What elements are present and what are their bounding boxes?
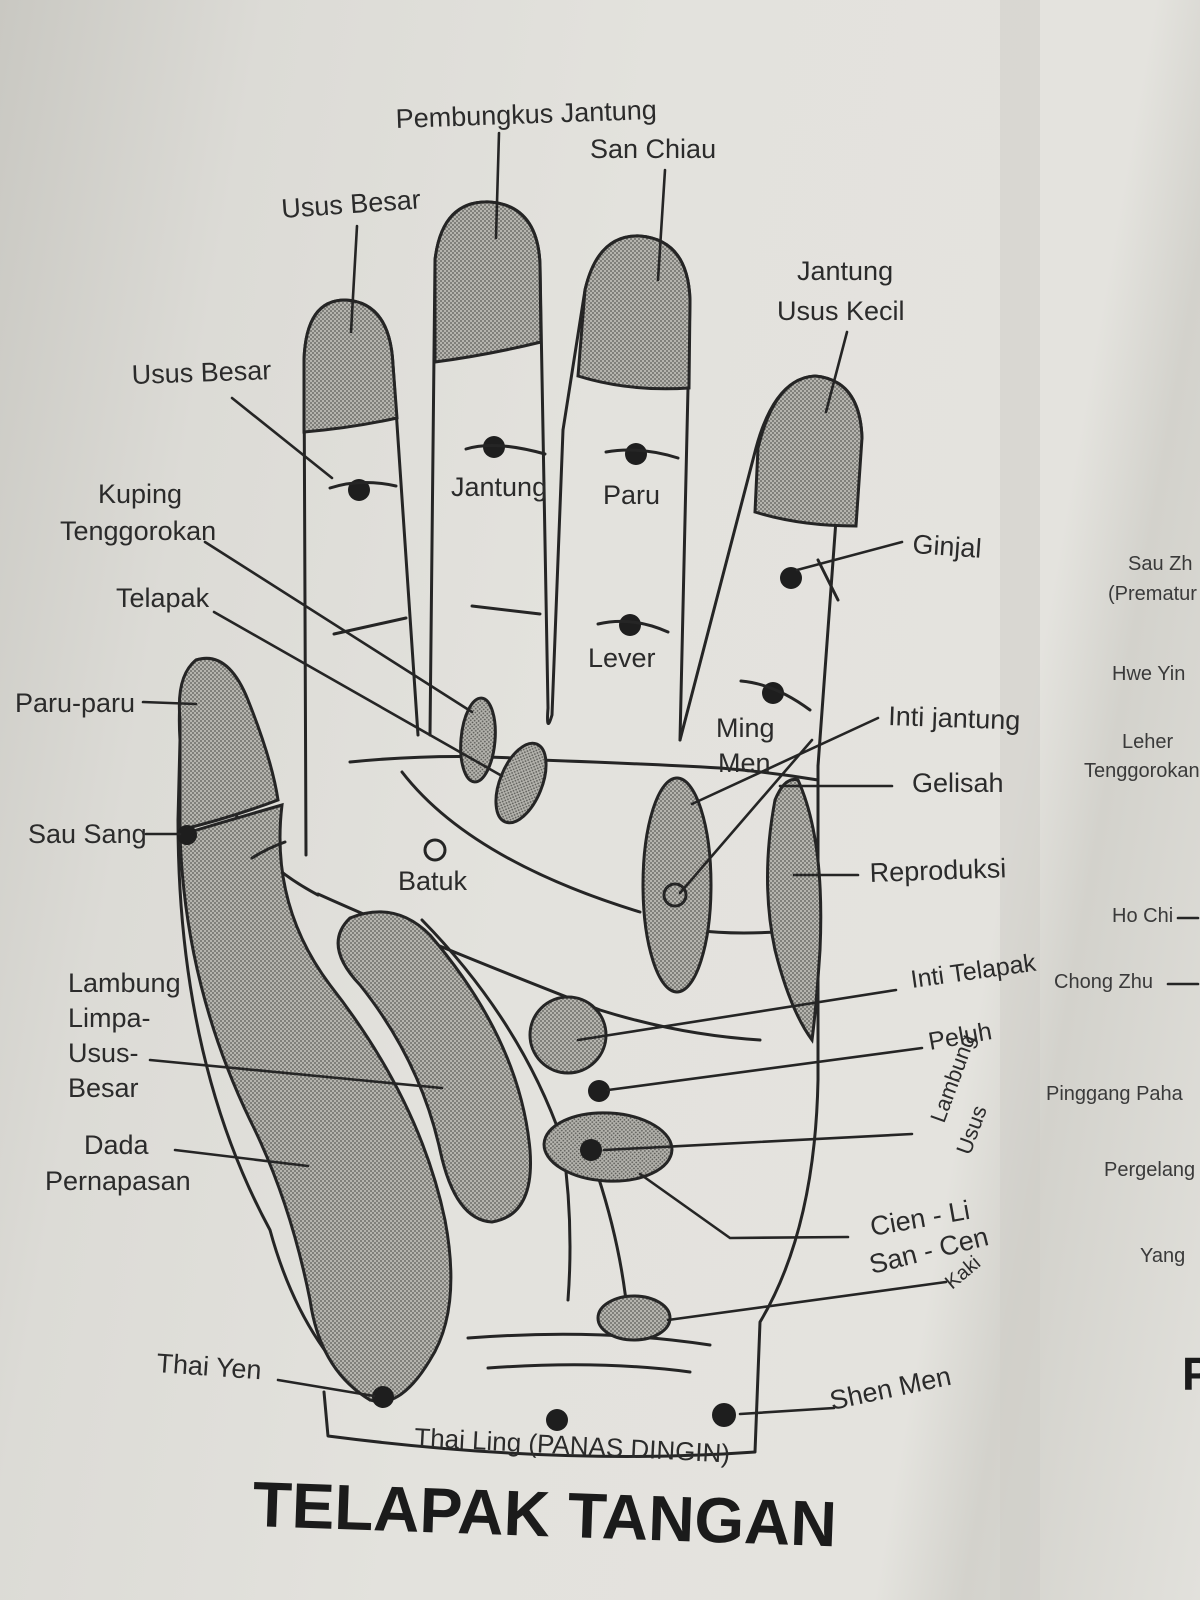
label-lambung-usus-2: Usus [951, 1102, 992, 1158]
right-label-hwe-yin: Hwe Yin [1112, 663, 1185, 685]
ring-finger-tip [433, 200, 543, 364]
point-thai-yen [372, 1386, 394, 1408]
point-lambung-usus [580, 1139, 602, 1161]
point-inti-jantung [662, 882, 688, 908]
label-ginjal: Ginjal [912, 529, 983, 564]
label-dada: Dada [84, 1130, 150, 1160]
label-sau-sang: Sau Sang [28, 819, 147, 849]
palm-edge [322, 764, 820, 1458]
label-shen-men: Shen Men [827, 1361, 954, 1416]
reflex-points [177, 436, 812, 1431]
little-finger-tip [302, 298, 399, 434]
inti-telapak-area [528, 995, 608, 1075]
kaki-area [596, 1294, 672, 1342]
label-gelisah: Gelisah [912, 768, 1004, 798]
thumb-tip [177, 657, 280, 832]
label-thai-yen: Thai Yen [156, 1348, 263, 1385]
label-pembungkus-jantung: Pembungkus Jantung [395, 95, 657, 134]
right-label-pinggang-paha: Pinggang Paha [1046, 1083, 1184, 1105]
label-usus-kecil: Usus Kecil [777, 296, 905, 326]
right-label-pergelang: Pergelang [1104, 1159, 1195, 1181]
label-san-chiau: San Chiau [590, 134, 716, 164]
label-usus-besar-top: Usus Besar [280, 184, 421, 224]
lambung-limpa-area [336, 910, 533, 1224]
point-peluh [588, 1080, 610, 1102]
right-label-leher: Leher [1122, 731, 1173, 753]
label-men: Men [718, 748, 771, 778]
right-label-prematur: (Prematur [1108, 583, 1197, 605]
label-tenggorokan: Tenggorokan [60, 516, 216, 546]
point-shen-men [712, 1403, 736, 1427]
label-jantung-top: Jantung [797, 256, 893, 286]
middle-finger-tip [576, 234, 692, 391]
label-thai-ling: Thai Ling (PANAS DINGIN) [414, 1422, 731, 1468]
point-jantung [483, 436, 505, 458]
label-reproduksi: Reproduksi [869, 853, 1007, 888]
page-title: TELAPAK TANGAN [252, 1468, 838, 1560]
kuping-area [459, 696, 497, 784]
right-page-fragments: Sau Zh (Prematur Hwe Yin Leher Tenggorok… [1046, 553, 1200, 1400]
label-ming: Ming [716, 713, 775, 743]
label-paru-paru: Paru-paru [15, 688, 135, 718]
point-paru [625, 443, 647, 465]
index-finger-tip [753, 374, 864, 528]
page-fold-shadow [1000, 0, 1040, 1600]
lambung-usus-area [542, 1111, 674, 1183]
label-paru: Paru [603, 480, 660, 510]
point-lever [619, 614, 641, 636]
point-thai-ling [546, 1409, 568, 1431]
right-label-p: P [1182, 1348, 1200, 1400]
label-jantung: Jantung [451, 472, 547, 502]
label-inti-jantung: Inti jantung [888, 701, 1021, 736]
right-label-tenggorokan: Tenggorokan [1084, 760, 1200, 782]
label-limpa: Limpa- [68, 1003, 151, 1033]
thumb-pad [178, 802, 453, 1404]
label-usus: Usus- [68, 1038, 139, 1068]
reproduksi-area [766, 777, 823, 1044]
reflex-areas [336, 696, 823, 1342]
right-label-sau-zh: Sau Zh [1128, 553, 1192, 575]
telapak-area [494, 741, 548, 825]
label-pernapasan: Pernapasan [45, 1166, 191, 1196]
leader-lines [141, 131, 948, 1416]
label-usus-besar: Usus Besar [131, 355, 272, 390]
hand-outline [176, 200, 864, 1458]
point-ginjal [780, 567, 802, 589]
diagram-labels: Pembungkus Jantung San Chiau Usus Besar … [15, 95, 1038, 1469]
label-lambung: Lambung [68, 968, 181, 998]
label-telapak: Telapak [116, 583, 210, 613]
right-label-ho-chi: Ho Chi [1112, 905, 1173, 927]
label-kuping: Kuping [98, 479, 182, 509]
point-batuk [423, 838, 447, 862]
right-label-yang: Yang [1140, 1245, 1185, 1267]
label-besar: Besar [68, 1073, 139, 1103]
label-batuk: Batuk [398, 866, 468, 896]
label-lever: Lever [588, 643, 656, 673]
right-label-chong-zhu: Chong Zhu [1054, 971, 1153, 993]
point-sau-sang [177, 825, 197, 845]
